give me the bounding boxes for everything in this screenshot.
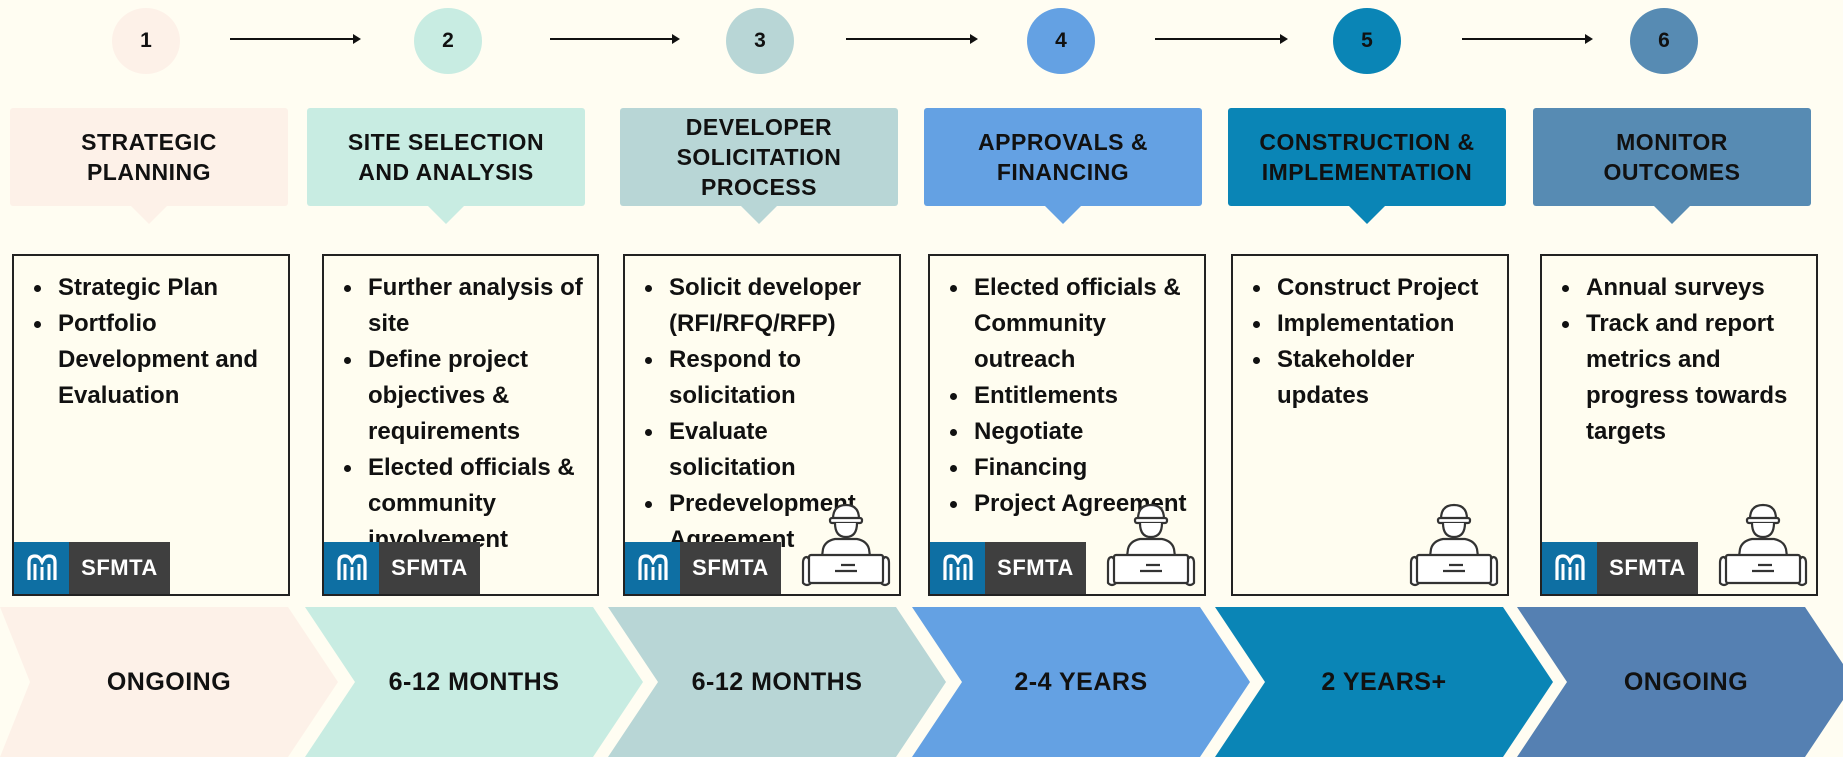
sfmta-mark-icon: [930, 542, 985, 594]
sfmta-logo: SFMTA: [324, 542, 480, 594]
step-card: Solicit developer (RFI/RFQ/RFP)Respond t…: [623, 254, 901, 596]
sfmta-mark-icon: [625, 542, 680, 594]
sfmta-mark-icon: [1542, 542, 1597, 594]
duration-label: ONGOING: [106, 667, 232, 696]
sfmta-logo: SFMTA: [1542, 542, 1698, 594]
step-arrow: [1155, 34, 1288, 44]
construction-worker-icon: [1102, 491, 1200, 594]
step-number-circle: 5: [1333, 8, 1401, 74]
duration-label: 6-12 MONTHS: [691, 667, 863, 696]
step-arrow: [550, 34, 680, 44]
step-title: MONITOR OUTCOMES: [1533, 108, 1811, 224]
step-title: APPROVALS & FINANCING: [924, 108, 1202, 224]
construction-worker-icon: [1405, 491, 1503, 594]
step-number-circle: 4: [1027, 8, 1095, 74]
duration-label: 2 YEARS+: [1321, 667, 1447, 696]
task-item: Implementation: [1253, 306, 1507, 342]
construction-worker-icon: [797, 491, 895, 594]
task-item: Strategic Plan: [34, 270, 288, 306]
task-item: Track and report metrics and progress to…: [1562, 306, 1816, 450]
step-title: DEVELOPER SOLICITATION PROCESS: [620, 108, 898, 224]
duration-label: 2-4 YEARS: [1014, 667, 1148, 696]
task-item: Evaluate solicitation: [645, 414, 899, 486]
task-item: Elected officials & Community outreach: [950, 270, 1204, 378]
task-item: Construct Project: [1253, 270, 1507, 306]
task-item: Stakeholder updates: [1253, 342, 1507, 414]
duration-chevron: [1215, 607, 1553, 757]
sfmta-logo: SFMTA: [14, 542, 170, 594]
step-number-circle: 2: [414, 8, 482, 74]
sfmta-wordmark: SFMTA: [69, 542, 170, 594]
step-title: STRATEGIC PLANNING: [10, 108, 288, 224]
step-arrow: [230, 34, 361, 44]
chevron-shape: [305, 607, 643, 757]
task-item: Financing: [950, 450, 1204, 486]
sfmta-wordmark: SFMTA: [680, 542, 781, 594]
chevron-shape: [1215, 607, 1553, 757]
sfmta-logo: SFMTA: [625, 542, 781, 594]
chevron-shape: [608, 607, 946, 757]
duration-chevron: [608, 607, 946, 757]
step-arrow: [846, 34, 978, 44]
sfmta-wordmark: SFMTA: [379, 542, 480, 594]
sfmta-mark-icon: [324, 542, 379, 594]
duration-chevron: [0, 607, 338, 757]
chevron-shape: [1517, 607, 1843, 757]
task-item: Further analysis of site: [344, 270, 597, 342]
step-number-circle: 1: [112, 8, 180, 74]
step-number-circle: 6: [1630, 8, 1698, 74]
task-item: Define project objectives & requirements: [344, 342, 597, 450]
construction-worker-icon: [1714, 491, 1812, 594]
sfmta-wordmark: SFMTA: [1597, 542, 1698, 594]
task-item: Portfolio Development and Evaluation: [34, 306, 288, 414]
duration-chevron: [1517, 607, 1843, 757]
sfmta-mark-icon: [14, 542, 69, 594]
duration-chevron: [305, 607, 643, 757]
chevron-shape: [912, 607, 1250, 757]
step-number-circle: 3: [726, 8, 794, 74]
duration-label: ONGOING: [1623, 667, 1749, 696]
duration-label: 6-12 MONTHS: [388, 667, 560, 696]
step-arrow: [1462, 34, 1593, 44]
task-item: Respond to solicitation: [645, 342, 899, 414]
task-item: Solicit developer (RFI/RFQ/RFP): [645, 270, 899, 342]
task-item: Annual surveys: [1562, 270, 1816, 306]
chevron-shape: [0, 607, 338, 757]
sfmta-wordmark: SFMTA: [985, 542, 1086, 594]
duration-chevron: [912, 607, 1250, 757]
task-item: Negotiate: [950, 414, 1204, 450]
step-title: CONSTRUCTION & IMPLEMENTATION: [1228, 108, 1506, 224]
sfmta-logo: SFMTA: [930, 542, 1086, 594]
step-title: SITE SELECTION AND ANALYSIS: [307, 108, 585, 224]
task-item: Entitlements: [950, 378, 1204, 414]
